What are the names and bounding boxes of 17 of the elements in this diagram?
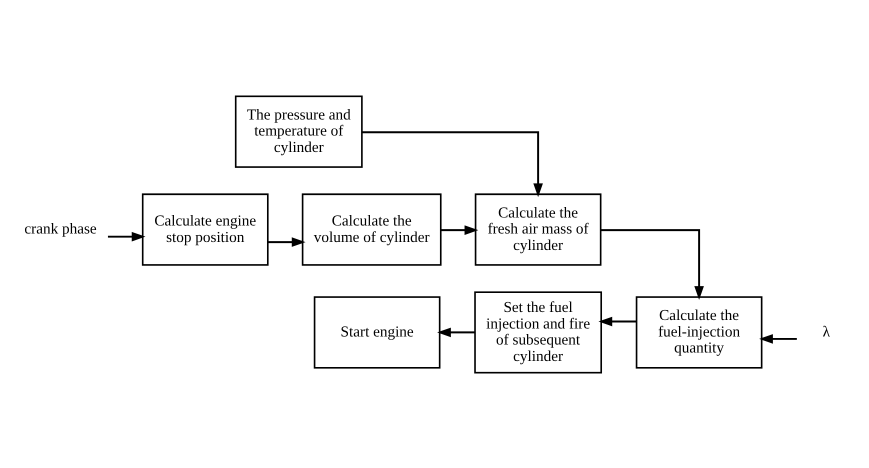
arrow xyxy=(362,130,543,197)
arrow xyxy=(759,334,797,344)
node-text: λ xyxy=(822,322,830,340)
node-box: The pressure and temperature of cylinder xyxy=(234,95,363,168)
arrow xyxy=(440,224,478,234)
node-box: Set the fuel injection and fire of subsequent cylinder xyxy=(474,290,602,373)
arrow xyxy=(598,316,636,326)
node-box: Calculate the fresh air mass of cylinder xyxy=(474,192,602,266)
node-box: Calculate the fuel-injection quantity xyxy=(636,296,762,368)
node-box: Calculate the volume of cylinder xyxy=(302,192,442,266)
node-box: Start engine xyxy=(314,296,440,368)
arrow xyxy=(437,327,475,337)
node-box: Calculate engine stop position xyxy=(142,192,269,266)
arrow xyxy=(268,236,306,246)
arrow xyxy=(108,231,146,241)
node-text: crank phase xyxy=(24,220,97,238)
arrow xyxy=(600,228,704,300)
